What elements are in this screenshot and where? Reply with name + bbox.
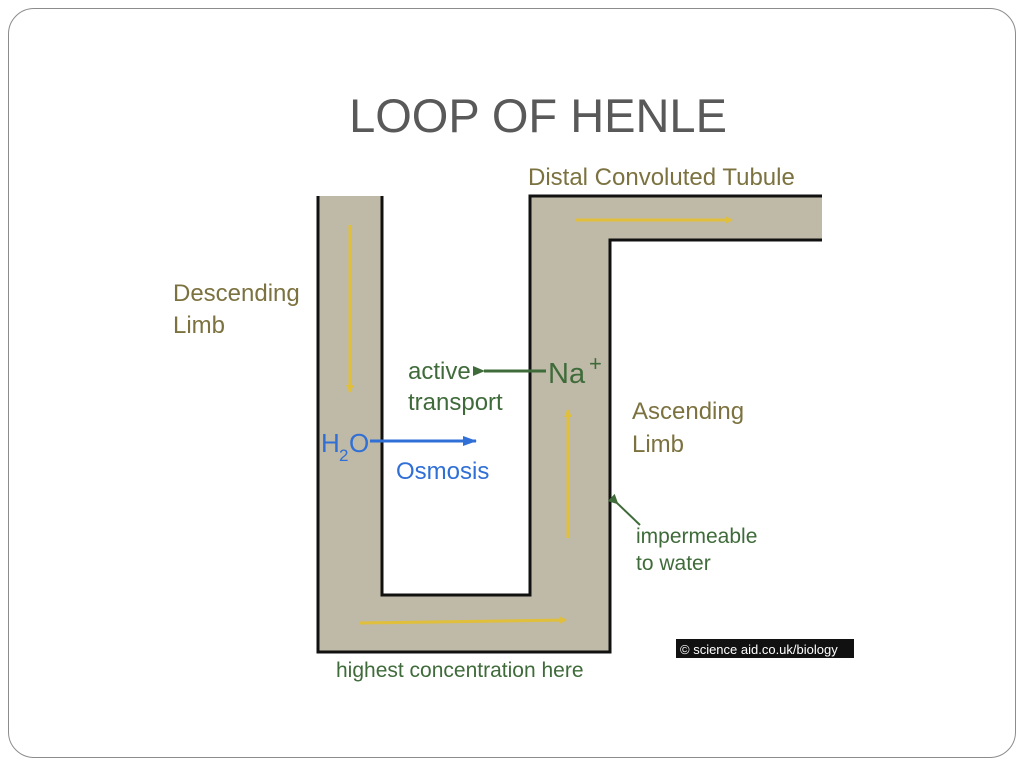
slide-title: LOOP OF HENLE <box>349 89 727 142</box>
sodium-ion-label: Na <box>548 358 586 390</box>
impermeable-label-line2: to water <box>636 552 711 575</box>
credit-text: © science aid.co.uk/biology <box>680 642 838 657</box>
active-transport-label-line1: active <box>408 358 471 385</box>
ascending-limb-label-line1: Ascending <box>632 398 744 425</box>
tubule-walls <box>316 194 822 654</box>
ascending-limb-label-line2: Limb <box>632 431 684 458</box>
water-label-subscript: 2 <box>339 446 348 465</box>
impermeable-pointer <box>607 493 641 526</box>
sodium-ion-charge: + <box>589 351 602 376</box>
descending-limb-label-line1: Descending <box>173 280 300 307</box>
flow-arrow-bottom <box>359 616 567 625</box>
osmosis-label: Osmosis <box>396 458 489 485</box>
water-label-o: O <box>349 428 369 458</box>
credit-badge <box>676 639 854 658</box>
distal-convoluted-tubule-label: Distal Convoluted Tubule <box>528 164 795 191</box>
highest-concentration-label: highest concentration here <box>336 659 584 682</box>
impermeable-label-line1: impermeable <box>636 525 757 548</box>
active-transport-label-line2: transport <box>408 389 503 416</box>
descending-limb-label-line2: Limb <box>173 312 225 339</box>
tubule-body <box>318 196 822 652</box>
water-label-h: H <box>321 428 340 458</box>
